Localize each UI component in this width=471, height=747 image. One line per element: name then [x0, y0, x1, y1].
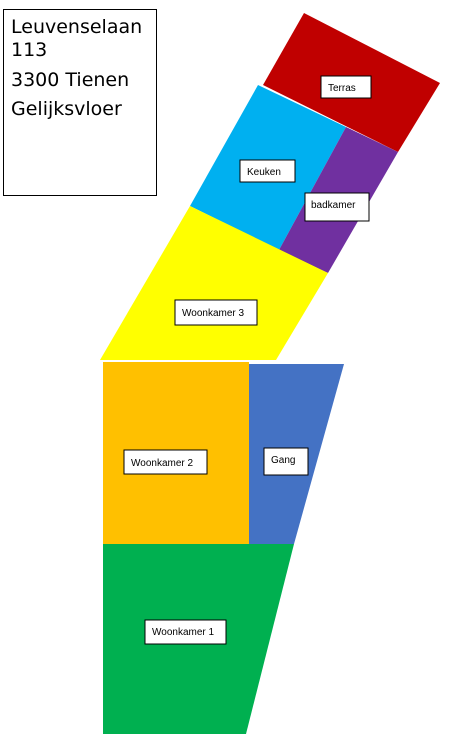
label-terras: Terras	[320, 75, 372, 99]
address-number: 113	[11, 38, 48, 61]
label-woonkamer-1: Woonkamer 1	[144, 619, 227, 645]
label-badkamer-text: badkamer	[311, 200, 356, 211]
label-woonkamer-2: Woonkamer 2	[123, 449, 208, 475]
label-keuken: Keuken	[239, 159, 296, 183]
room-woonkamer-3	[100, 206, 328, 360]
label-woonkamer-2-text: Woonkamer 2	[131, 458, 194, 469]
label-keuken-text: Keuken	[247, 167, 281, 178]
address-city: 3300 Tienen	[11, 68, 130, 91]
address-street: Leuvenselaan	[11, 16, 143, 38]
label-badkamer: badkamer	[304, 192, 370, 222]
label-woonkamer-3: Woonkamer 3	[174, 299, 258, 326]
label-woonkamer-1-text: Woonkamer 1	[152, 627, 215, 638]
label-gang-text: Gang	[271, 455, 295, 466]
label-gang: Gang	[263, 447, 309, 476]
label-terras-text: Terras	[328, 83, 356, 94]
address-box: Leuvenselaan 113 3300 Tienen Gelijksvloe…	[3, 9, 157, 196]
label-woonkamer-3-text: Woonkamer 3	[182, 308, 245, 319]
address-floor: Gelijksvloer	[11, 98, 122, 121]
